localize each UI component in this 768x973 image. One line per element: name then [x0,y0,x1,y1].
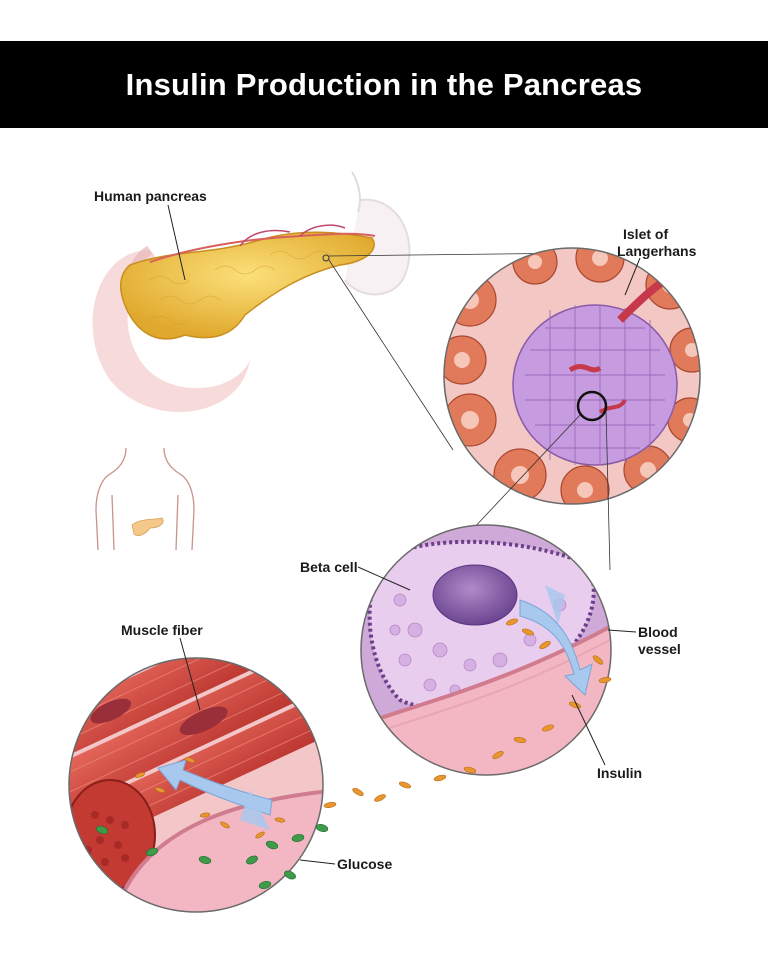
beta-cell-nucleus [432,564,518,626]
islet-of-langerhans-view [443,247,701,505]
beta-cell-focus-circle [576,390,608,422]
label-islet-of-langerhans: Islet of Langerhans [617,226,696,260]
label-blood-vessel: Blood vessel [638,624,681,658]
page-title: Insulin Production in the Pancreas [125,66,643,102]
glucose-molecules [95,823,329,890]
label-beta-cell: Beta cell [300,559,358,575]
pancreas-shape [120,231,375,340]
label-blood-line1: Blood [638,624,678,640]
pancreas-illustration [92,171,411,413]
torso-pancreas-icon [131,517,164,536]
title-bar: Insulin Production in the Pancreas [0,41,768,128]
label-insulin: Insulin [597,765,643,781]
label-human-pancreas: Human pancreas [94,188,207,204]
label-muscle-fiber: Muscle fiber [121,622,203,638]
muscle-fiber-view [68,657,324,913]
label-islet-line2: Langerhans [617,243,697,259]
torso-outline [95,447,195,551]
label-blood-line2: vessel [638,641,681,657]
insulin-release-arrow [519,599,593,696]
label-glucose: Glucose [337,856,393,872]
pancreas-sample-point [322,254,330,262]
glucose-uptake-arrow [157,759,273,816]
label-islet-line1: Islet of [623,226,669,242]
